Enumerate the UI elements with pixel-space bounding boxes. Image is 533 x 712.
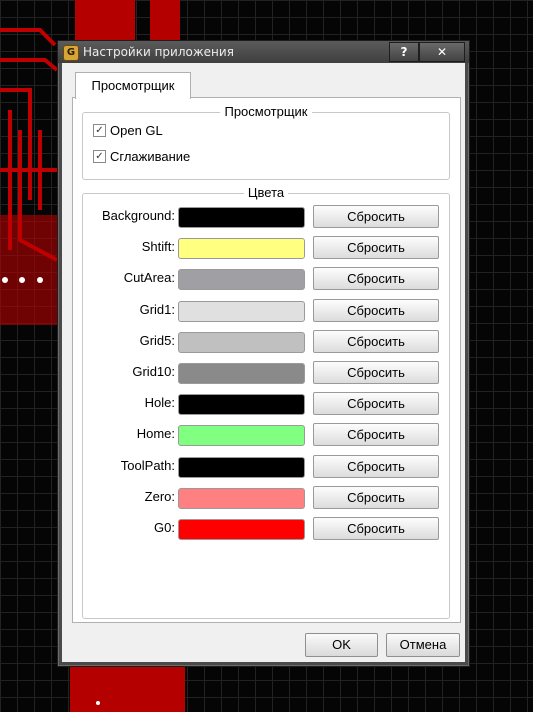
color-label-hole: Hole:	[144, 395, 175, 411]
reset-button-zero[interactable]: Сбросить	[313, 485, 439, 509]
app-icon: G	[63, 45, 79, 61]
reset-button-home[interactable]: Сбросить	[313, 423, 439, 447]
color-swatch-home[interactable]	[178, 425, 305, 447]
colors-group-title: Цвета	[243, 185, 289, 200]
color-label-shtift: Shtift:	[141, 239, 175, 255]
window-title: Настройки приложения	[83, 45, 234, 59]
reset-button-background[interactable]: Сбросить	[313, 205, 439, 228]
color-row-shtift: Shtift: Сбросить	[83, 236, 449, 260]
color-swatch-cutarea[interactable]	[178, 269, 305, 291]
reset-button-grid5[interactable]: Сбросить	[313, 329, 439, 353]
color-row-g0: G0: Сбросить	[83, 517, 449, 541]
dialog-client-area: Просмотрщик Просмотрщик ✓ Open GL ✓ Сгла…	[62, 63, 465, 662]
color-row-home: Home: Сбросить	[83, 423, 449, 447]
title-bar[interactable]: G Настройки приложения ? ✕	[58, 41, 469, 63]
color-label-g0: G0:	[154, 520, 175, 535]
viewer-group-title: Просмотрщик	[220, 104, 312, 119]
reset-button-shtift[interactable]: Сбросить	[313, 236, 439, 260]
antialiasing-label: Сглаживание	[110, 149, 191, 164]
viewer-group: Просмотрщик ✓ Open GL ✓ Сглаживание	[82, 104, 450, 180]
settings-dialog: G Настройки приложения ? ✕ Просмотрщик П…	[57, 40, 470, 667]
opengl-label: Open GL	[110, 123, 163, 138]
color-label-toolpath: ToolPath:	[120, 457, 175, 473]
reset-button-toolpath[interactable]: Сбросить	[313, 454, 439, 478]
ok-button[interactable]: OK	[305, 633, 378, 657]
color-label-background: Background:	[102, 208, 175, 223]
color-row-background: Background: Сбросить	[83, 205, 449, 229]
color-label-grid1: Grid1:	[139, 301, 175, 317]
color-row-grid10: Grid10: Сбросить	[83, 361, 449, 385]
color-row-grid5: Grid5: Сбросить	[83, 329, 449, 354]
color-label-zero: Zero:	[144, 488, 175, 504]
color-row-toolpath: ToolPath: Сбросить	[83, 454, 449, 479]
check-icon[interactable]: ✓	[93, 150, 106, 163]
color-swatch-grid10[interactable]	[178, 363, 305, 384]
reset-button-g0[interactable]: Сбросить	[313, 517, 439, 540]
cancel-button[interactable]: Отмена	[386, 633, 460, 657]
color-swatch-grid1[interactable]	[178, 300, 305, 322]
reset-button-grid1[interactable]: Сбросить	[313, 298, 439, 322]
color-swatch-zero[interactable]	[178, 487, 305, 509]
color-label-grid10: Grid10:	[132, 364, 175, 379]
color-swatch-hole[interactable]	[178, 394, 305, 416]
color-row-cutarea: CutArea: Сбросить	[83, 267, 449, 291]
color-row-zero: Zero: Сбросить	[83, 485, 449, 510]
color-swatch-toolpath[interactable]	[178, 456, 305, 478]
color-row-grid1: Grid1: Сбросить	[83, 298, 449, 323]
tab-pane-viewer: Просмотрщик ✓ Open GL ✓ Сглаживание Цвет…	[72, 97, 461, 623]
color-label-cutarea: CutArea:	[123, 270, 175, 286]
reset-button-hole[interactable]: Сбросить	[313, 392, 439, 416]
reset-button-cutarea[interactable]: Сбросить	[313, 267, 439, 291]
color-row-hole: Hole: Сбросить	[83, 392, 449, 416]
color-swatch-g0[interactable]	[178, 519, 305, 540]
color-label-grid5: Grid5:	[139, 332, 175, 348]
close-button[interactable]: ✕	[419, 42, 465, 62]
check-icon[interactable]: ✓	[93, 124, 106, 137]
color-swatch-grid5[interactable]	[178, 331, 305, 353]
color-label-home: Home:	[136, 426, 175, 442]
color-swatch-shtift[interactable]	[178, 238, 305, 260]
color-swatch-background[interactable]	[178, 207, 305, 228]
help-button[interactable]: ?	[389, 42, 419, 62]
tab-viewer[interactable]: Просмотрщик	[75, 72, 191, 99]
reset-button-grid10[interactable]: Сбросить	[313, 361, 439, 384]
